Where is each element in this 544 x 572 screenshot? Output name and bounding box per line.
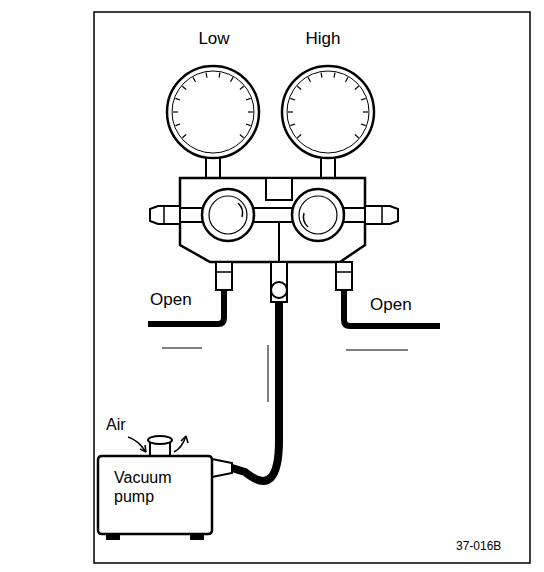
valve-knob	[299, 196, 337, 234]
ground-line	[346, 349, 408, 350]
gauge-tick	[246, 124, 251, 126]
gauge-tick	[361, 98, 366, 100]
gauge-tick	[205, 73, 207, 78]
gauge-tick	[240, 134, 244, 137]
hose-fitting	[216, 262, 232, 290]
valve-arrow	[238, 203, 243, 217]
gauge-label: High	[306, 30, 341, 49]
gauge-tick	[248, 111, 253, 112]
vacuum-pump: Vacuum pump	[96, 454, 214, 536]
hose	[344, 290, 440, 326]
hose-label: Open	[148, 291, 194, 310]
hose-fitting	[216, 271, 232, 273]
manifold-body	[180, 178, 365, 262]
air-arrow	[140, 445, 146, 452]
gauge-tick	[175, 98, 180, 100]
gauge-tick	[182, 86, 186, 89]
pump-foot	[190, 534, 204, 540]
side-fitting	[365, 206, 398, 224]
pressure-gauge: Low	[164, 30, 262, 162]
gauge-label: Low	[198, 30, 229, 49]
pump-body	[98, 456, 212, 534]
gauge-tick	[355, 134, 359, 137]
gauge-tick	[193, 77, 196, 81]
hose-highlight	[268, 345, 269, 402]
manifold-block	[266, 178, 292, 200]
air-inlet	[148, 436, 172, 444]
hose-fitting	[271, 262, 287, 302]
valve-knob	[202, 189, 254, 241]
gauge-tick	[297, 86, 301, 89]
gauge-face	[287, 71, 369, 153]
gauge-tick	[290, 98, 295, 100]
part-label: Vacuum pump	[114, 468, 186, 506]
gauge-tick	[246, 98, 251, 100]
gauge-tick	[182, 134, 186, 137]
gauge-tick	[363, 111, 368, 112]
hose-label: Open	[368, 296, 414, 315]
gauge-tick	[320, 73, 322, 78]
gauge-tick	[288, 111, 293, 112]
air-label: Air	[104, 416, 128, 434]
gauge-tick	[333, 73, 335, 78]
vacuum-hose	[232, 302, 279, 481]
gauge-tick	[175, 124, 180, 126]
gauge-tick	[218, 73, 220, 78]
air-arrow	[128, 437, 146, 452]
side-fitting	[381, 206, 383, 224]
hose-fitting	[336, 271, 352, 273]
ground-line	[162, 347, 202, 348]
gauge-tick	[361, 124, 366, 126]
pump-foot	[106, 534, 120, 540]
node-outline	[279, 30, 377, 162]
gauge-tick	[240, 86, 244, 89]
manifold-bore	[278, 222, 280, 262]
gauge-tick	[346, 77, 349, 81]
pressure-gauge: High	[279, 30, 377, 162]
gauge-tick	[355, 86, 359, 89]
frame	[94, 12, 530, 563]
hose-fitting	[336, 262, 352, 290]
pump-nozzle	[212, 459, 232, 477]
figure-number: 37-016B	[454, 540, 503, 553]
gauge-face	[172, 71, 254, 153]
gauge-tick	[297, 134, 301, 137]
side-fitting	[150, 206, 180, 224]
node-outline	[164, 30, 262, 162]
gauge-face	[167, 66, 259, 158]
air-arrow	[181, 436, 188, 443]
side-fitting	[163, 206, 165, 224]
gauge-tick	[290, 124, 295, 126]
valve-knob	[292, 189, 344, 241]
node-outline	[96, 454, 214, 542]
gauge-face	[282, 66, 374, 158]
hose	[148, 290, 224, 324]
gauge-tick	[231, 77, 234, 81]
valve-arrow	[303, 213, 308, 227]
valve-knob	[209, 196, 247, 234]
gauge-tick	[308, 77, 311, 81]
gauge-tick	[173, 111, 178, 112]
center-valve	[271, 282, 287, 298]
